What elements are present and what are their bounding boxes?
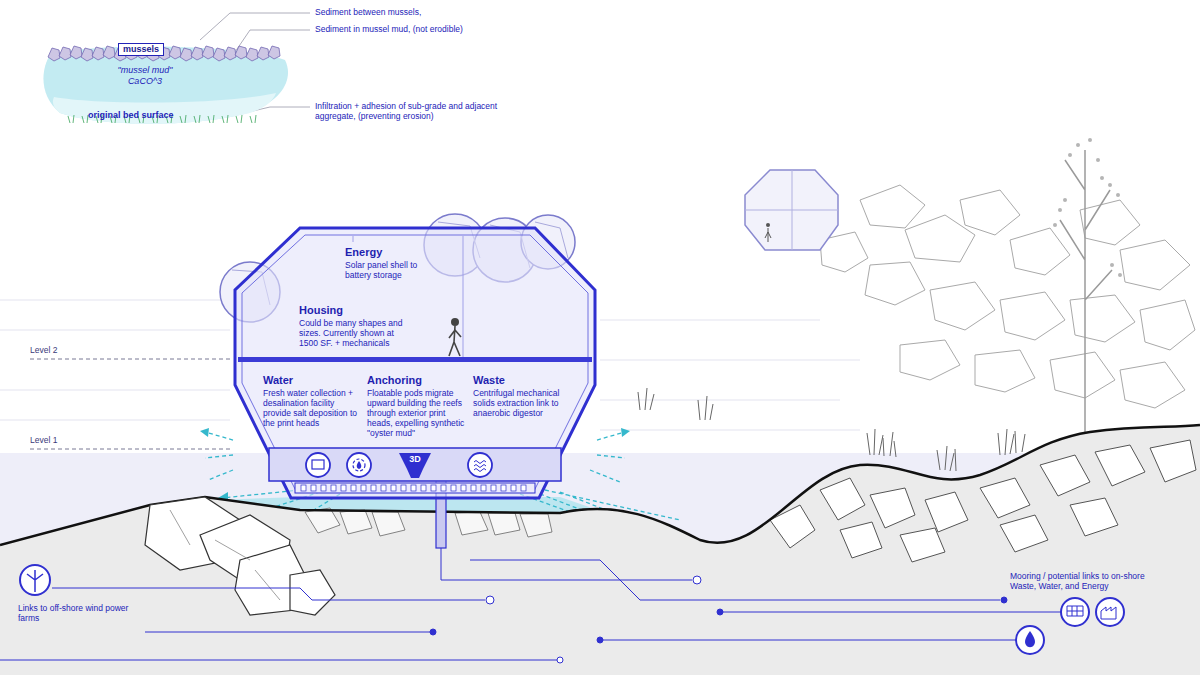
water-zone: WaterFresh water collection + desalinati… [263,374,363,428]
node-body: Fresh water collection + desalination fa… [263,388,363,428]
label-holder: Sediment between mussels, [315,7,575,17]
node-body: Could be many shapes and sizes. Currentl… [299,318,414,348]
node-body: Centrifugal mechanical solids extraction… [473,388,563,418]
label-holder: Level 2 [30,345,110,355]
label-holder: Mooring / potential links to on-shore Wa… [1010,571,1165,591]
label-holder: Infiltration + adhesion of sub-grade and… [315,101,530,121]
node-heading: Energy [345,246,465,259]
node-heading: Waste [473,374,563,387]
callout-note: Infiltration + adhesion of sub-grade and… [315,101,530,121]
node-heading: Housing [299,304,419,317]
waste-zone: WasteCentrifugal mechanical solids extra… [473,374,563,418]
link-note: Links to off-shore wind power farms [18,603,140,623]
mussel-mud-bed: "mussel mud" CaCO^3 original bed surface m… [40,35,290,130]
anchoring-zone: AnchoringFloatable pods migrate upward b… [367,374,469,438]
node-heading: Anchoring [367,374,469,387]
label-holder: Sediment in mussel mud, (not erodible) [315,24,595,34]
callout-note: Sediment in mussel mud, (not erodible) [315,24,595,34]
level-label: Level 1 [30,435,110,445]
mussels-tag: mussels [118,43,164,56]
node-heading: Water [263,374,363,387]
label-holder: 3D [399,454,431,465]
link-note: Mooring / potential links to on-shore Wa… [1010,571,1165,591]
node-body: Solar panel shell to battery storage [345,260,440,280]
level-label: Level 2 [30,345,110,355]
label-holder: Level 1 [30,435,110,445]
housing-zone: HousingCould be many shapes and sizes. C… [299,304,419,348]
callout-note: Sediment between mussels, [315,7,575,17]
print-icon-label: 3D [399,454,431,465]
node-heading: "mussel mud" CaCO^3 [112,65,178,86]
node-body: Floatable pods migrate upward building t… [367,388,469,438]
node-body: original bed surface [88,110,238,121]
label-holder: Links to off-shore wind power farms [18,603,140,623]
node-heading: mussels [123,44,159,55]
